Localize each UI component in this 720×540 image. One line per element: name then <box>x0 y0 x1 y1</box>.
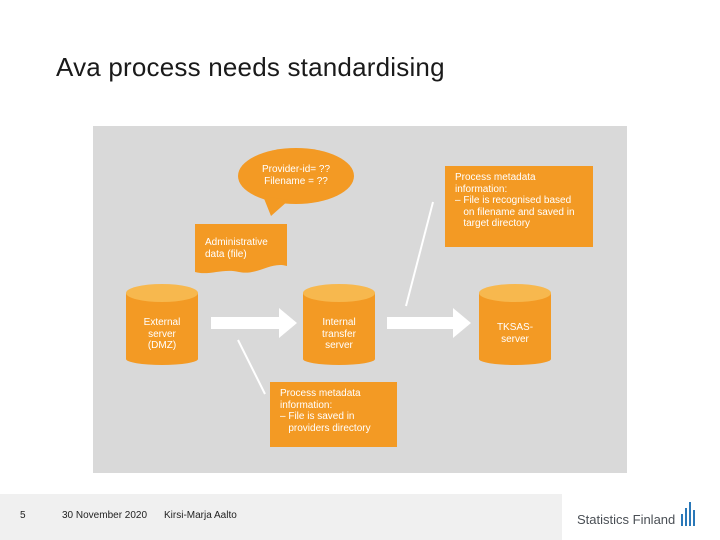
external-server-cylinder <box>126 284 198 365</box>
tksas-server-cylinder <box>479 284 551 365</box>
server-label-line: server <box>325 340 353 351</box>
diagram-panel: Provider-id= ?? Filename = ?? Administra… <box>93 126 627 473</box>
metadata-line: information: <box>280 399 333 411</box>
arrow-internal-to-tksas <box>387 308 471 338</box>
bubble-line: Filename = ?? <box>264 175 328 187</box>
metadata-line: Process metadata <box>280 388 361 399</box>
metadata-box-bottom: Process metadata information: – File is … <box>270 382 397 447</box>
internal-server-cylinder <box>303 284 375 365</box>
metadata-line: Process metadata <box>455 172 536 183</box>
metadata-line: on filename and saved in <box>455 206 575 218</box>
server-label-line: (DMZ) <box>147 340 177 351</box>
server-label-line: transfer <box>322 328 356 340</box>
admin-doc-text: Administrative data (file) <box>205 237 268 260</box>
external-server-label: External server (DMZ) <box>126 317 198 352</box>
connector-line-bottom <box>237 339 266 395</box>
server-label-line: Internal <box>322 317 356 328</box>
metadata-line: providers directory <box>280 422 371 434</box>
server-label-line: server <box>148 328 176 340</box>
page-number: 5 <box>20 510 26 521</box>
bubble-line: Provider-id= ?? <box>261 164 331 175</box>
bubble-text: Provider-id= ?? Filename = ?? <box>239 164 353 187</box>
footer-date: 30 November 2020 <box>62 510 148 521</box>
diagram-graphics <box>126 148 551 395</box>
metadata-line: – File is recognised based <box>455 195 572 206</box>
footer-bar <box>0 494 562 540</box>
arrow-external-to-internal <box>211 308 297 338</box>
admin-doc-line: Administrative <box>205 237 268 248</box>
document-shape <box>195 224 287 274</box>
server-label-line: External <box>143 317 181 328</box>
tksas-server-label: TKSAS- server <box>479 322 551 345</box>
connector-line-top <box>405 201 434 307</box>
admin-doc-line: data (file) <box>205 248 247 260</box>
server-label-line: TKSAS- <box>496 322 534 333</box>
slide-title: Ava process needs standardising <box>56 52 445 82</box>
metadata-line: – File is saved in <box>280 411 355 422</box>
metadata-box-top: Process metadata information: – File is … <box>445 166 593 247</box>
footer-author: Kirsi-Marja Aalto <box>164 510 237 521</box>
speech-bubble <box>238 148 354 216</box>
internal-server-label: Internal transfer server <box>303 317 375 352</box>
server-label-line: server <box>501 333 529 345</box>
metadata-line: target directory <box>455 218 531 229</box>
brand-name: Statistics Finland <box>577 512 676 527</box>
metadata-line: information: <box>455 183 508 195</box>
statistics-finland-logo-icon <box>681 502 695 526</box>
